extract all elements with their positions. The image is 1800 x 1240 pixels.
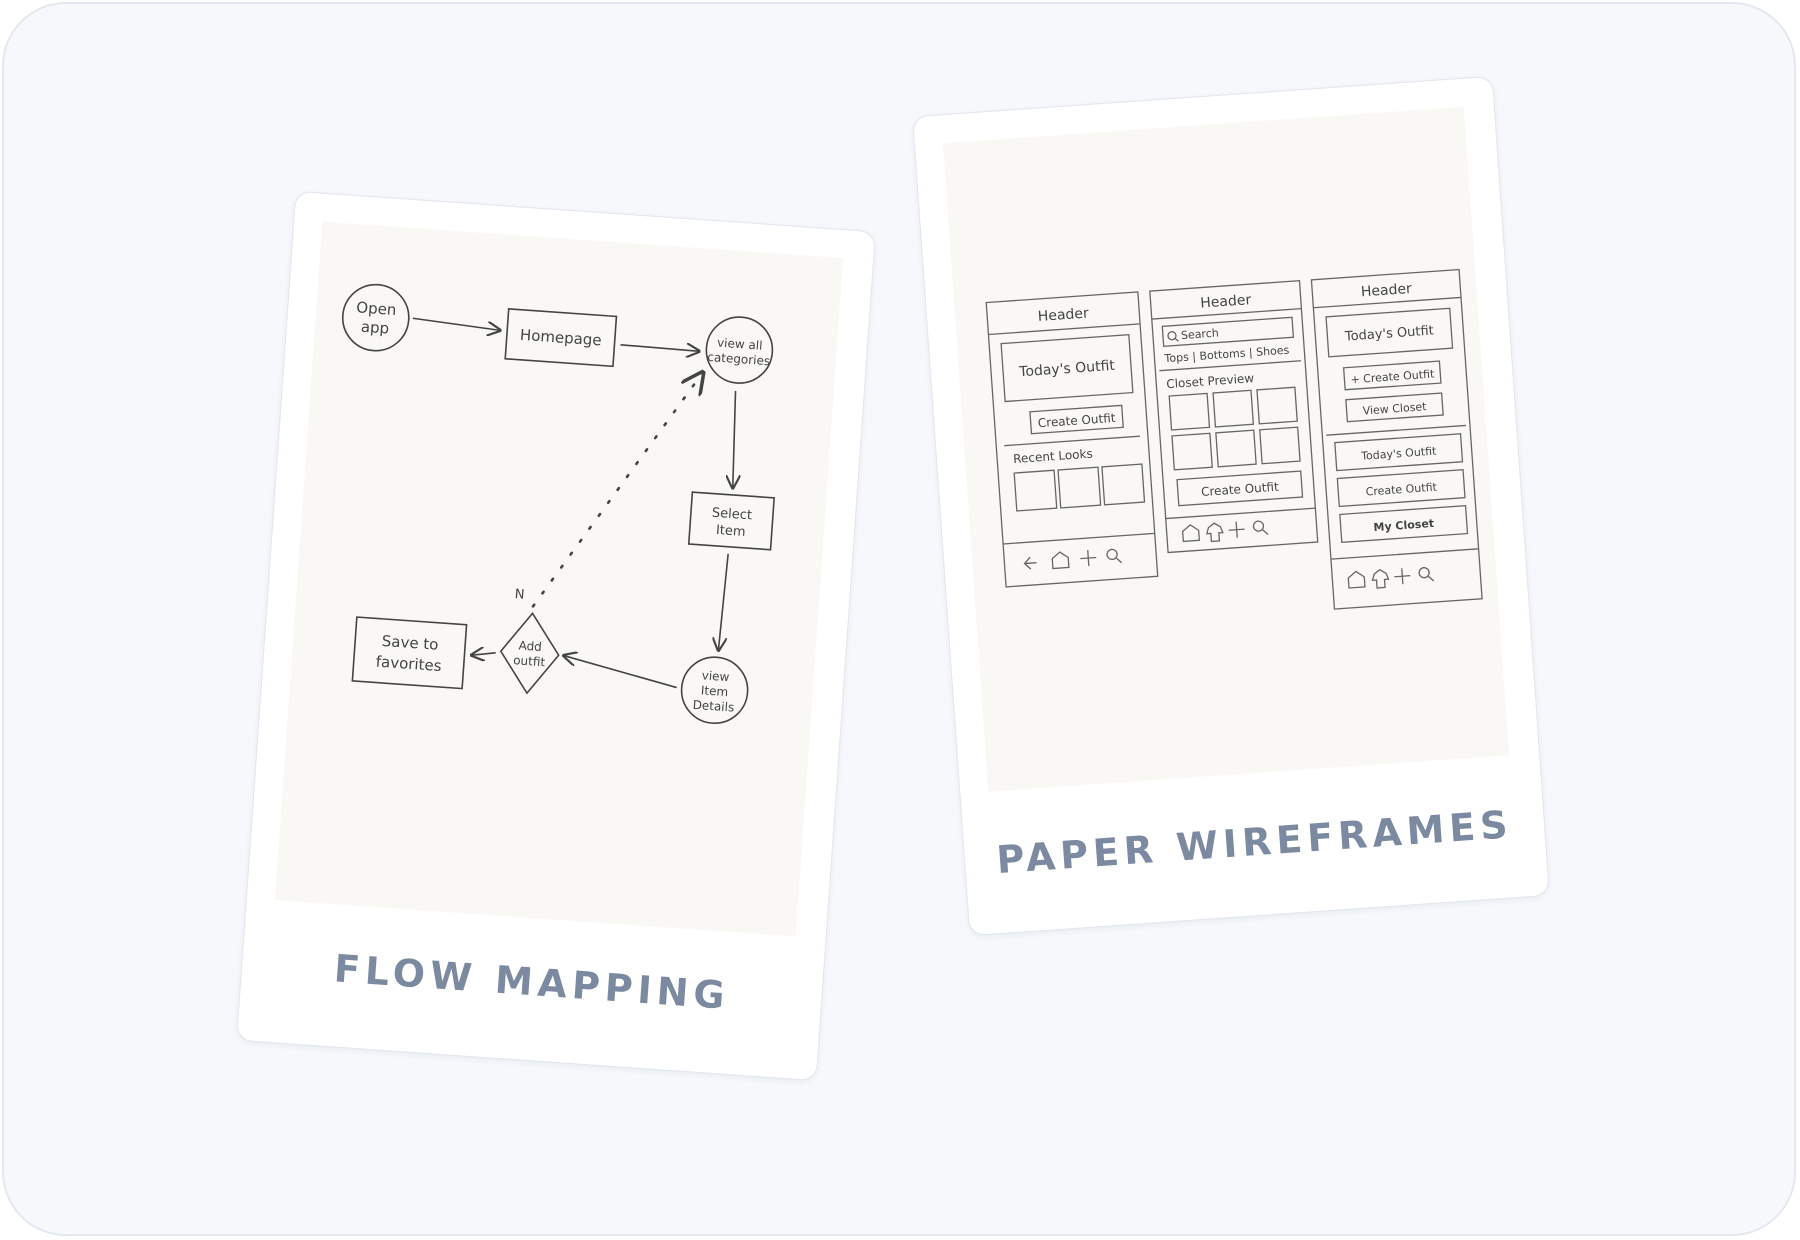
flow-mapping-caption: FLOW MAPPING [332,946,732,1018]
phone2-button-label: Create Outfit [1201,480,1280,499]
paper-wireframes-caption: PAPER WIREFRAMES [995,802,1514,883]
label-add-line2: outfit [513,653,546,669]
phone3-menu-item-1 [1334,433,1464,472]
phone3-primary-label: + Create Outfit [1350,367,1435,386]
phone2-search-icon [1252,520,1269,535]
phone2-shirt-icon [1206,522,1224,543]
svg-text:SelectItem: SelectItem [710,506,752,541]
phone3-header: Header [1360,281,1412,301]
phone3-hero-label: Today's Outfit [1344,323,1435,344]
arrow-home-to-categories [620,345,699,352]
phone3-search-icon [1418,567,1435,582]
phone3-menu-label-2: Create Outfit [1365,481,1438,499]
label-viewall-line2: categories [707,350,771,368]
label-save-line2: favorites [375,653,442,676]
wireframe-phone-menu [1310,268,1483,610]
label-open-line1: Open [356,298,397,319]
arrow-categories-to-select [729,390,740,488]
phone3-shirt-icon [1371,568,1390,589]
phone3-secondary-button [1345,392,1444,423]
phone2-search-field [1161,316,1295,347]
flow-diagram: Openapp Homepage view allcategories Sele… [341,283,776,724]
phone3-menu-item-2 [1336,469,1466,508]
node-add-outfit [499,611,560,695]
arrow-add-to-save [471,651,496,657]
phone3-plus-icon [1394,568,1411,585]
phone2-home-icon [1181,524,1201,543]
label-select-line2: Item [715,523,746,540]
phone3-menu-item-3 [1339,504,1469,544]
node-view-all-categories [705,316,774,384]
phone1-search-icon [1106,548,1123,564]
phone3-menu-label-1: Today's Outfit [1360,445,1438,463]
phone1-section-label: Recent Looks [1013,447,1093,467]
arrow-details-to-add [562,656,677,689]
label-save-line1: Save to [381,632,439,654]
label-add-line1: Add [518,638,542,654]
dotted-arrow-no-to-categories [531,362,703,608]
svg-text:Openapp: Openapp [354,298,397,338]
svg-text:viewItemDetails: viewItemDetails [692,668,737,715]
svg-text:Addoutfit: Addoutfit [513,638,547,669]
phone1-create-button [1029,404,1124,435]
wireframe-phone-closet [1149,279,1319,554]
phone1-back-arrow-icon [1023,556,1037,570]
phone3-menu-label-3: My Closet [1373,517,1434,534]
phone2-create-button [1176,470,1304,507]
wireframe-sketches: Header Today's Outfit Create Outfit Rece… [985,268,1483,610]
svg-text:Save tofavorites: Save tofavorites [375,632,444,676]
phone1-header: Header [1037,305,1089,325]
arrow-select-to-details [718,553,729,651]
node-select-item [687,491,776,551]
paper-wireframes-card: Header Today's Outfit Create Outfit Rece… [912,75,1550,937]
phone2-plus-icon [1228,521,1245,538]
arrow-open-to-home [412,317,500,330]
label-decision-no: N [514,587,525,603]
label-details-line2: Item [700,683,728,699]
label-open-line2: app [360,318,389,338]
phone3-secondary-label: View Closet [1362,400,1427,417]
phone1-plus-icon [1080,550,1097,567]
phone2-filters: Tops | Bottoms | Shoes [1163,344,1290,366]
node-homepage [504,308,618,368]
label-homepage: Homepage [519,326,602,350]
phone1-hero-label: Today's Outfit [1018,358,1116,381]
svg-text:view allcategories: view allcategories [707,335,772,368]
phone1-hero-box [1000,334,1134,403]
node-save-to-favorites [351,616,468,690]
phone3-primary-button [1342,360,1442,391]
phone2-section-label: Closet Preview [1166,371,1255,391]
phone2-search-placeholder: Search [1181,326,1220,342]
node-open-app [341,283,410,352]
phone3-hero-box [1325,307,1454,358]
phone1-button-label: Create Outfit [1037,411,1116,430]
label-viewall-line1: view all [717,336,763,353]
label-details-line3: Details [692,698,734,715]
phone1-home-icon [1051,551,1070,570]
node-view-item-details [680,656,749,724]
label-select-line1: Select [711,506,752,524]
label-details-line1: view [701,668,730,684]
phone2-header: Header [1200,292,1252,312]
wireframe-phone-home [985,291,1159,588]
phone3-home-icon [1347,570,1366,589]
flow-mapping-card: Openapp Homepage view allcategories Sele… [235,190,877,1082]
